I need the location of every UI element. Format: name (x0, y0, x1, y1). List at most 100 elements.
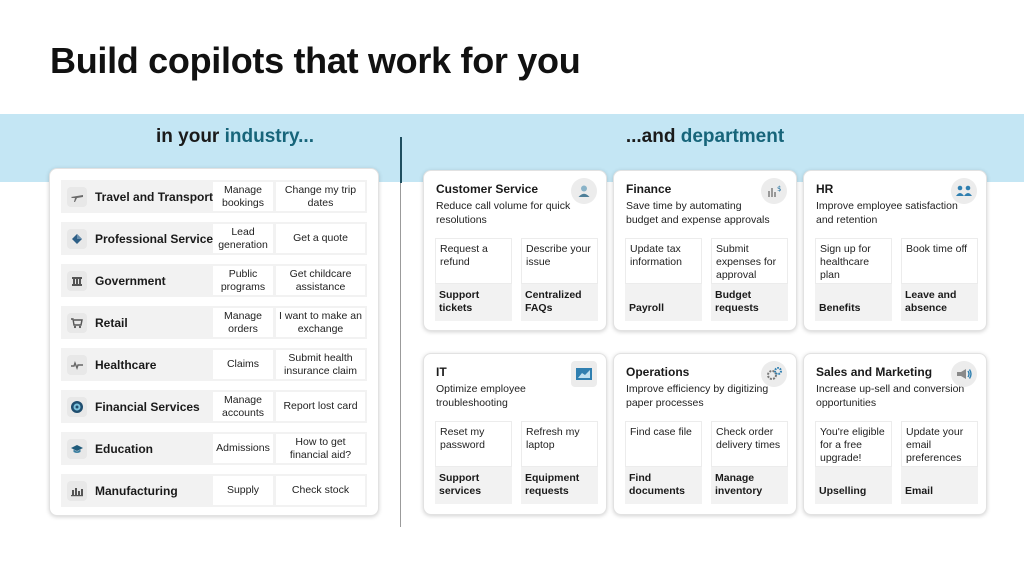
industry-topic[interactable]: Manage bookings (213, 182, 273, 211)
industry-example[interactable]: Submit health insurance claim (276, 350, 365, 379)
department-heading-prefix: ...and (625, 126, 681, 147)
card-title: Sales and Marketing (816, 365, 933, 379)
bar-chart-dollar-icon: $ (761, 178, 787, 204)
industry-heading: in your industry... (0, 126, 470, 148)
industry-example[interactable]: Get a quote (276, 224, 365, 253)
example-tile[interactable]: Refresh my laptop Equipment requests (521, 421, 598, 504)
people-icon (951, 178, 977, 204)
card-title: IT (436, 365, 447, 379)
example-tile[interactable]: Describe your issue Centralized FAQs (521, 238, 598, 321)
department-card-it: IT Optimize employee troubleshooting Res… (423, 353, 607, 515)
example-tile[interactable]: Update tax information Payroll (625, 238, 702, 321)
card-description: Save time by automating budget and expen… (626, 200, 770, 226)
card-title: Customer Service (436, 182, 539, 196)
example-tile[interactable]: Update your email preferences Email (901, 421, 978, 504)
card-description: Optimize employee troubleshooting (436, 383, 526, 409)
briefcase-icon (67, 229, 87, 249)
tile-topic: Budget requests (715, 289, 759, 314)
gears-icon (761, 361, 787, 387)
industry-topic[interactable]: Admissions (213, 434, 273, 463)
industry-row-education[interactable]: Education Admissions How to get financia… (61, 432, 367, 465)
example-tile[interactable]: Request a refund Support tickets (435, 238, 512, 321)
tile-topic: Support tickets (439, 289, 480, 314)
industry-example[interactable]: I want to make an exchange (276, 308, 365, 337)
industry-name: Retail (95, 315, 128, 330)
cart-icon (67, 313, 87, 333)
tile-topic: Payroll (629, 302, 665, 314)
industry-example[interactable]: Get childcare assistance (276, 266, 365, 295)
industry-example[interactable]: Report lost card (276, 392, 365, 421)
industry-row-financial-services[interactable]: Financial Services Manage accounts Repor… (61, 390, 367, 423)
industry-example[interactable]: How to get financial aid? (276, 434, 365, 463)
industry-topic[interactable]: Public programs (213, 266, 273, 295)
factory-icon (67, 481, 87, 501)
card-title: Operations (626, 365, 690, 379)
industry-row-retail[interactable]: Retail Manage orders I want to make an e… (61, 306, 367, 339)
section-divider-line (400, 183, 401, 527)
industry-example[interactable]: Change my trip dates (276, 182, 365, 211)
department-heading: ...and department (560, 126, 850, 148)
industry-row-government[interactable]: Government Public programs Get childcare… (61, 264, 367, 297)
section-divider (400, 137, 402, 183)
tile-topic: Manage inventory (715, 472, 763, 497)
card-description: Improve efficiency by digitizing paper p… (626, 383, 769, 409)
industry-name: Travel and Transport (95, 189, 214, 204)
heart-pulse-icon (67, 355, 87, 375)
tile-prompt: Request a refund (435, 238, 512, 284)
industry-row-healthcare[interactable]: Healthcare Claims Submit health insuranc… (61, 348, 367, 381)
example-tile[interactable]: Sign up for healthcare plan Benefits (815, 238, 892, 321)
industry-name: Financial Services (95, 399, 200, 414)
graduation-cap-icon (67, 439, 87, 459)
department-card-sales-marketing: Sales and Marketing Increase up-sell and… (803, 353, 987, 515)
tile-prompt: Reset my password (435, 421, 512, 467)
industry-topic[interactable]: Manage orders (213, 308, 273, 337)
coin-icon (67, 397, 87, 417)
tile-prompt: Refresh my laptop (521, 421, 598, 467)
tile-prompt: Update your email preferences (901, 421, 978, 467)
tile-topic: Benefits (819, 302, 861, 314)
industry-topic[interactable]: Supply (213, 476, 273, 505)
example-tile[interactable]: Submit expenses for approval Budget requ… (711, 238, 788, 321)
industry-name: Government (95, 273, 166, 288)
tile-prompt: Check order delivery times (711, 421, 788, 467)
industry-heading-prefix: in your (155, 126, 225, 147)
department-card-operations: Operations Improve efficiency by digitiz… (613, 353, 797, 515)
industry-topic[interactable]: Claims (213, 350, 273, 379)
svg-text:$: $ (777, 185, 781, 193)
card-description: Improve employee satisfaction and retent… (816, 200, 958, 226)
monitor-chart-icon (571, 361, 597, 387)
tile-topic: Centralized FAQs (525, 289, 582, 314)
example-tile[interactable]: You're eligible for a free upgrade! Upse… (815, 421, 892, 504)
page-title: Build copilots that work for you (50, 40, 581, 81)
industry-row-professional-services[interactable]: Professional Services Lead generation Ge… (61, 222, 367, 255)
tile-prompt: You're eligible for a free upgrade! (815, 421, 892, 467)
card-description: Increase up-sell and conversion opportun… (816, 383, 965, 409)
tile-prompt: Submit expenses for approval (711, 238, 788, 284)
industry-name: Professional Services (95, 231, 220, 246)
megaphone-icon (951, 361, 977, 387)
tile-prompt: Describe your issue (521, 238, 598, 284)
tile-prompt: Update tax information (625, 238, 702, 284)
card-title: Finance (626, 182, 672, 196)
airplane-icon (67, 187, 87, 207)
tile-prompt: Book time off (901, 238, 978, 284)
industry-topic[interactable]: Lead generation (213, 224, 273, 253)
tile-topic: Email (905, 485, 934, 497)
industry-heading-accent: industry... (224, 126, 314, 147)
example-tile[interactable]: Find case file Find documents (625, 421, 702, 504)
example-tile[interactable]: Reset my password Support services (435, 421, 512, 504)
industry-row-travel[interactable]: Travel and Transport Manage bookings Cha… (61, 180, 367, 213)
example-tile[interactable]: Book time off Leave and absence (901, 238, 978, 321)
example-tile[interactable]: Check order delivery times Manage invent… (711, 421, 788, 504)
card-description: Reduce call volume for quick resolutions (436, 200, 571, 226)
industry-topic[interactable]: Manage accounts (213, 392, 273, 421)
tile-topic: Support services (439, 472, 482, 497)
industry-name: Healthcare (95, 357, 157, 372)
industry-row-manufacturing[interactable]: Manufacturing Supply Check stock (61, 474, 367, 507)
industry-panel: Travel and Transport Manage bookings Cha… (49, 168, 379, 516)
department-heading-accent: department (680, 126, 785, 147)
industry-name: Education (95, 441, 154, 456)
industry-example[interactable]: Check stock (276, 476, 365, 505)
card-title: HR (816, 182, 834, 196)
tile-topic: Find documents (629, 472, 686, 497)
